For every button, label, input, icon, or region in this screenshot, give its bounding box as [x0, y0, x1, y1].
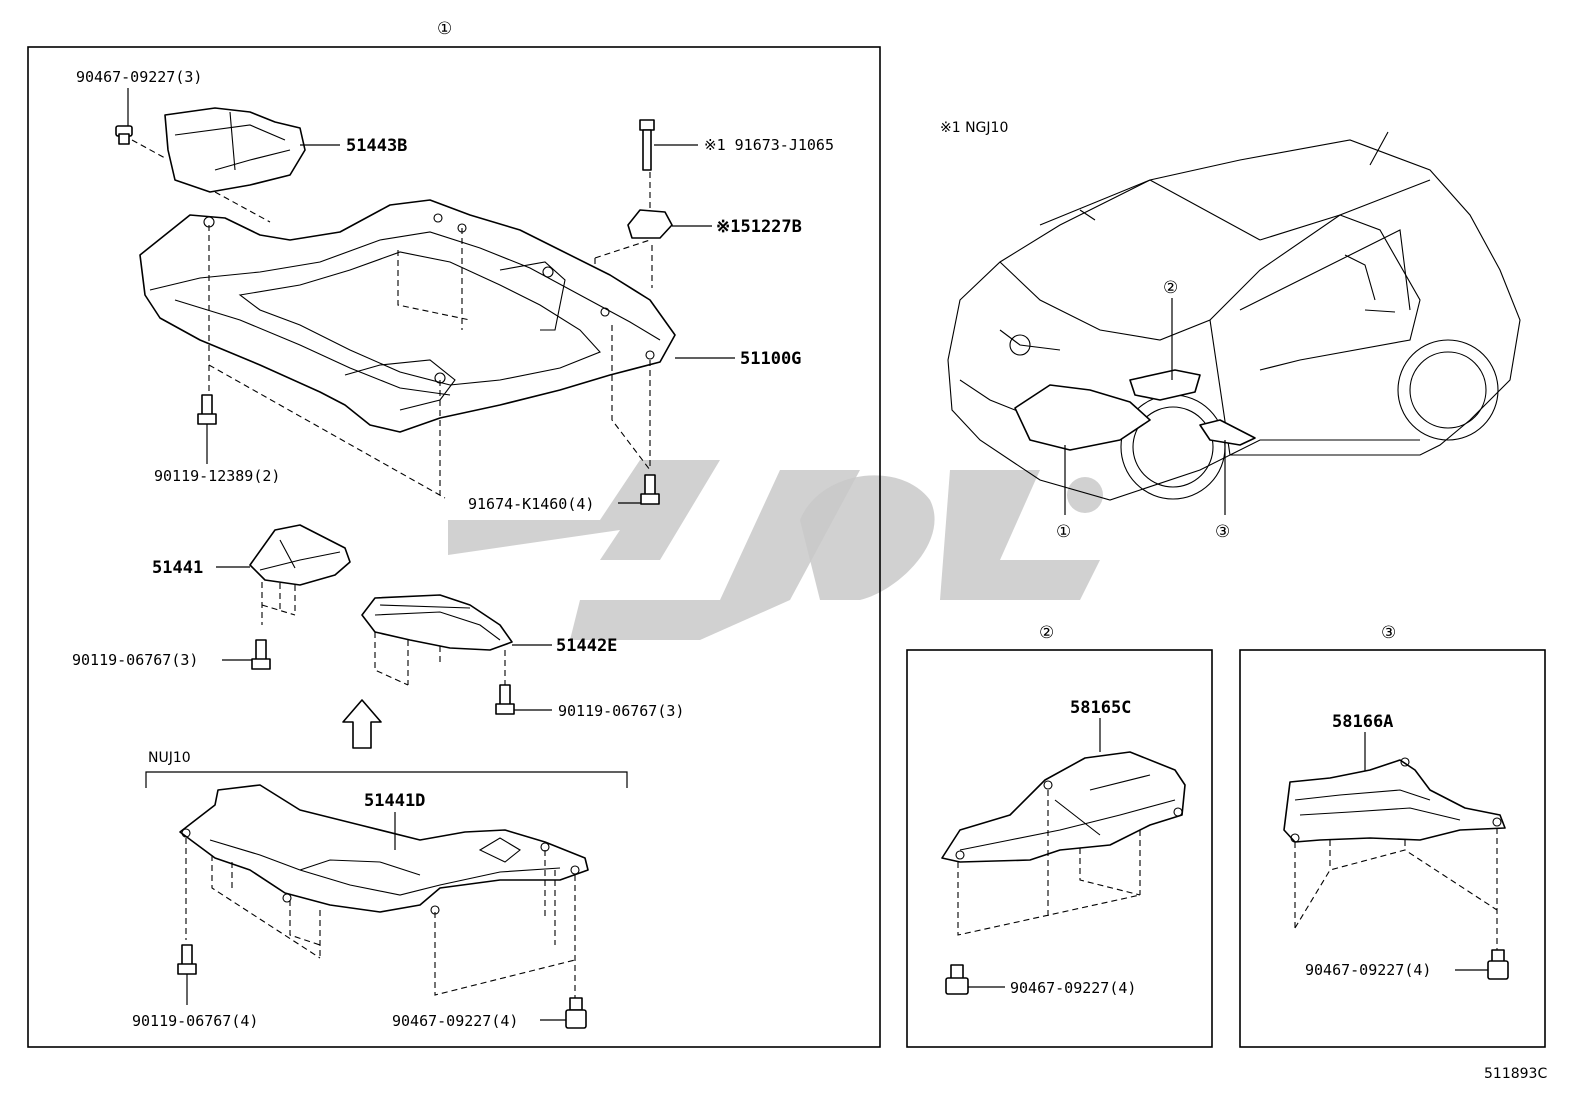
- variant-label: NUJ10: [148, 750, 191, 766]
- part-58165C-label: 58165C: [1070, 698, 1131, 718]
- bolt-90119-12389-icon: [197, 394, 217, 425]
- fastener-90119-06767-a-label: 90119-06767(3): [72, 651, 198, 669]
- part-51441D-label: 51441D: [364, 791, 425, 811]
- clip-fastener-icon: [115, 125, 133, 145]
- bolt-90119-06767-bottom-icon: [177, 944, 197, 975]
- car-callout-1: ①: [1056, 522, 1071, 542]
- section-main-marker: ①: [437, 19, 452, 39]
- part-58165C-cover: [941, 751, 1186, 863]
- fastener-sub3-label: 90467-09227(4): [1305, 961, 1431, 979]
- part-58166A-cover: [1283, 757, 1506, 843]
- fastener-90467-top-label: 90467-09227(3): [76, 68, 202, 86]
- fastener-90119-06767-c-label: 90119-06767(4): [132, 1012, 258, 1030]
- fastener-sub2-label: 90467-09227(4): [1010, 979, 1136, 997]
- section-sub3-marker: ③: [1381, 623, 1396, 643]
- clip-fastener-sub2-icon: [945, 964, 969, 995]
- diagram-id: 511893C: [1484, 1066, 1547, 1082]
- clip-fastener-sub3-icon: [1487, 949, 1509, 980]
- part-51442E-label: 51442E: [556, 636, 617, 656]
- part-51441-label: 51441: [152, 558, 203, 578]
- part-51227B-label: ※151227B: [716, 217, 802, 237]
- part-51441D-cover: [179, 784, 589, 915]
- car-variant-note: ※1 NGJ10: [940, 120, 1008, 136]
- main-section-frame: [27, 46, 881, 1048]
- part-51100G-subframe: [139, 199, 676, 433]
- part-58166A-label: 58166A: [1332, 712, 1393, 732]
- car-callout-2: ②: [1163, 278, 1178, 298]
- sub2-section-frame: [906, 649, 1213, 1048]
- car-undercovers: [1014, 369, 1256, 451]
- car-outline: [947, 131, 1521, 501]
- part-51441-cover: [249, 524, 351, 586]
- fastener-91674-label: 91674-K1460(4): [468, 495, 594, 513]
- clip-fastener-bottom-icon: [565, 997, 587, 1029]
- part-51227B-block: [627, 209, 673, 239]
- fastener-90119-12389-label: 90119-12389(2): [154, 467, 280, 485]
- bolt-90119-06767-left-icon: [251, 639, 271, 670]
- fastener-91673-label: ※1 91673-J1065: [704, 136, 834, 154]
- part-51100G-label: 51100G: [740, 349, 801, 369]
- section-sub2-marker: ②: [1039, 623, 1054, 643]
- sub3-section-frame: [1239, 649, 1546, 1048]
- fastener-90119-06767-b-label: 90119-06767(3): [558, 702, 684, 720]
- part-51443B-label: 51443B: [346, 136, 407, 156]
- part-51443B-bracket: [164, 107, 306, 193]
- fastener-90467-bottom-label: 90467-09227(4): [392, 1012, 518, 1030]
- bolt-91674-icon: [640, 474, 660, 505]
- watermark-logo: [448, 460, 1103, 640]
- part-51442E-cover: [361, 594, 513, 651]
- car-callout-3: ③: [1215, 522, 1230, 542]
- bolt-91673-icon: [639, 119, 655, 171]
- arrow-up-icon: [342, 699, 382, 749]
- bolt-90119-06767-right-icon: [495, 684, 515, 715]
